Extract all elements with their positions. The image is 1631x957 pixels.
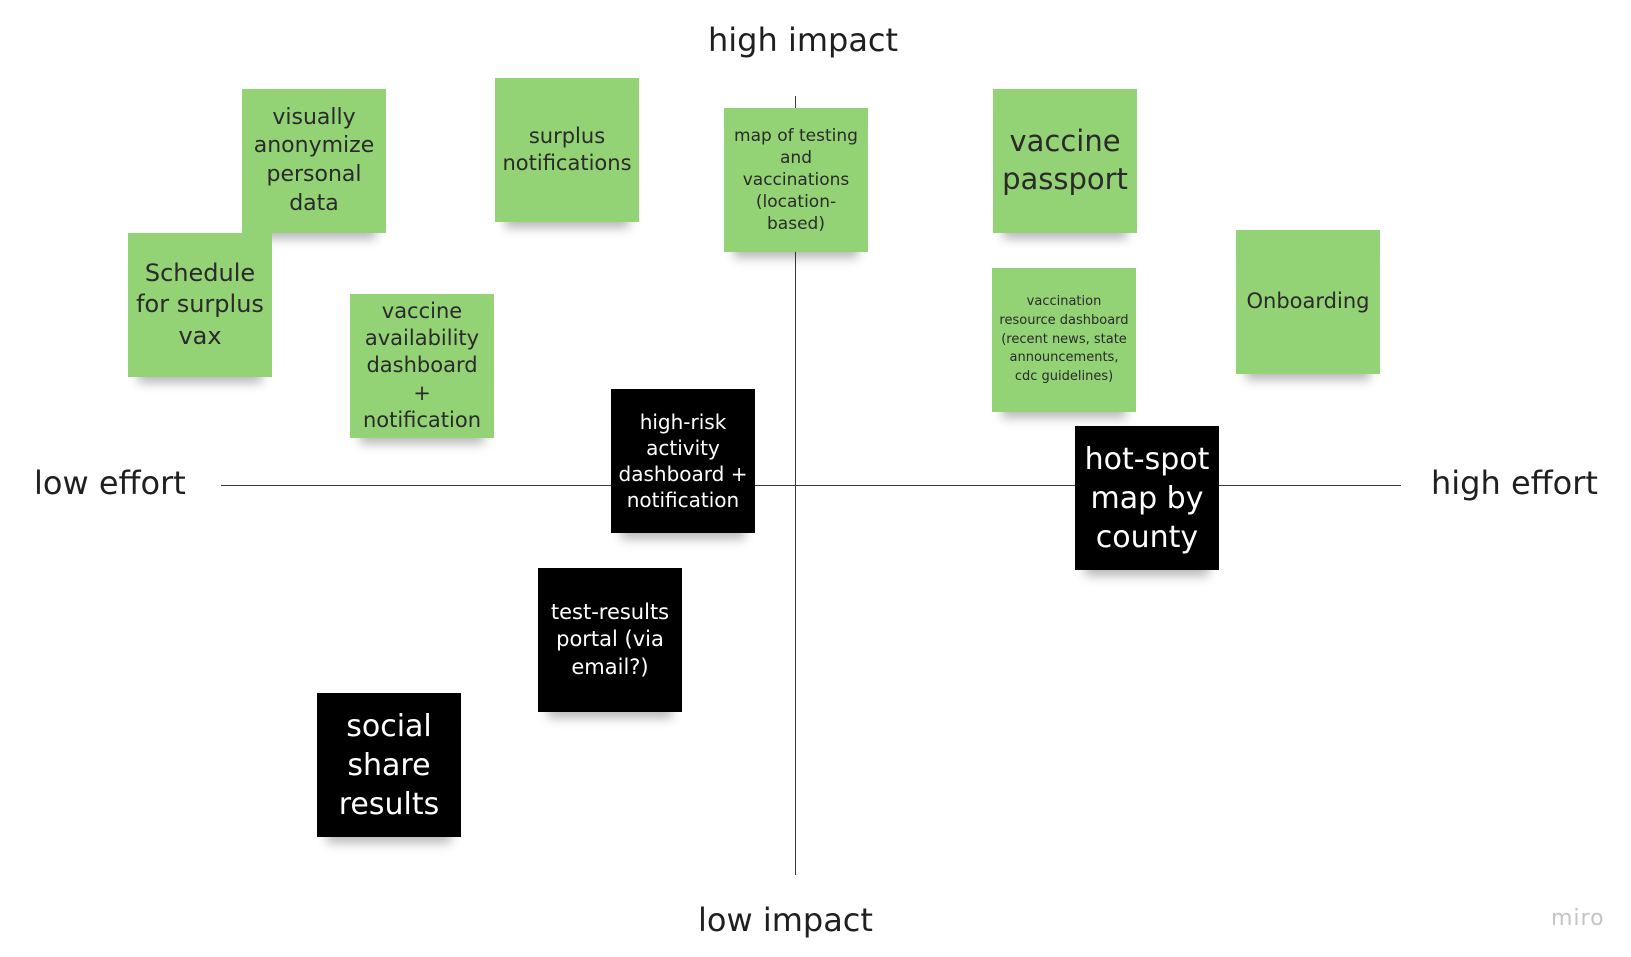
- axis-label-high-effort: high effort: [1431, 464, 1598, 502]
- sticky-note-text: vaccination resource dashboard (recent n…: [999, 293, 1129, 385]
- sticky-note-text: Onboarding: [1246, 289, 1370, 314]
- sticky-note-test-results[interactable]: test-results portal (via email?): [538, 568, 682, 712]
- sticky-note-text: Schedule for surplus vax: [136, 259, 264, 350]
- sticky-note-visually-anonymize[interactable]: visually anonymize personal data: [242, 89, 386, 233]
- sticky-note-vaccination-resource[interactable]: vaccination resource dashboard (recent n…: [992, 268, 1136, 412]
- sticky-note-schedule-surplus[interactable]: Schedule for surplus vax: [128, 233, 272, 377]
- sticky-note-text: hot-spot map by county: [1084, 441, 1210, 555]
- sticky-note-vaccine-passport[interactable]: vaccine passport: [993, 89, 1137, 233]
- sticky-note-vaccine-availability[interactable]: vaccine availability dashboard + notific…: [350, 294, 494, 438]
- sticky-note-hot-spot[interactable]: hot-spot map by county: [1075, 426, 1219, 570]
- sticky-note-text: surplus notifications: [502, 123, 632, 175]
- axis-label-high-impact: high impact: [708, 21, 899, 59]
- sticky-note-text: social share results: [338, 708, 440, 822]
- effort-axis-line: [221, 485, 1401, 486]
- sticky-note-social-share[interactable]: social share results: [317, 693, 461, 837]
- sticky-note-text: map of testing and vaccinations (locatio…: [734, 125, 858, 235]
- sticky-note-text: vaccine availability dashboard + notific…: [362, 298, 482, 432]
- sticky-note-text: test-results portal (via email?): [550, 600, 670, 679]
- sticky-note-onboarding[interactable]: Onboarding: [1236, 230, 1380, 374]
- impact-axis-line: [795, 96, 796, 875]
- sticky-note-high-risk[interactable]: high-risk activity dashboard + notificat…: [611, 389, 755, 533]
- sticky-note-text: high-risk activity dashboard + notificat…: [618, 410, 748, 512]
- sticky-note-surplus-notifications[interactable]: surplus notifications: [495, 78, 639, 222]
- sticky-note-map-testing[interactable]: map of testing and vaccinations (locatio…: [724, 108, 868, 252]
- sticky-note-text: visually anonymize personal data: [253, 104, 375, 216]
- sticky-note-text: vaccine passport: [1002, 124, 1128, 196]
- miro-logo: miro: [1551, 906, 1605, 931]
- axis-label-low-effort: low effort: [34, 464, 186, 502]
- axis-label-low-impact: low impact: [698, 901, 873, 939]
